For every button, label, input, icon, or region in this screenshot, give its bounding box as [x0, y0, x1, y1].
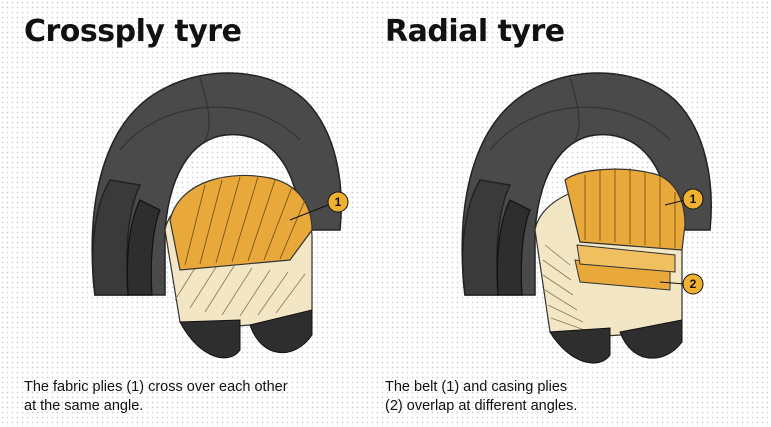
crossply-title: Crossply tyre: [24, 14, 241, 49]
crossply-tyre-illustration: 1: [0, 60, 385, 370]
radial-callout-2-label: 2: [690, 277, 697, 291]
radial-caption-line2: (2) overlap at different angles.: [385, 398, 577, 414]
radial-panel: Radial tyre: [385, 0, 771, 427]
radial-caption-line1: The belt (1) and casing plies: [385, 379, 567, 395]
radial-callout-1-label: 1: [690, 192, 697, 206]
radial-bead-bottom: [550, 328, 610, 363]
crossply-caption-line1: The fabric plies (1) cross over each oth…: [24, 379, 288, 395]
radial-caption: The belt (1) and casing plies (2) overla…: [385, 378, 725, 416]
crossply-bead-bottom: [180, 320, 240, 358]
crossply-callout-1-label: 1: [335, 195, 342, 209]
crossply-caption-line2: at the same angle.: [24, 398, 143, 414]
radial-belt-ply: [565, 169, 685, 250]
radial-tyre-illustration: 1 2: [385, 60, 770, 370]
crossply-caption: The fabric plies (1) cross over each oth…: [24, 378, 364, 416]
radial-title: Radial tyre: [385, 14, 565, 49]
crossply-panel: Crossply tyre: [0, 0, 385, 427]
